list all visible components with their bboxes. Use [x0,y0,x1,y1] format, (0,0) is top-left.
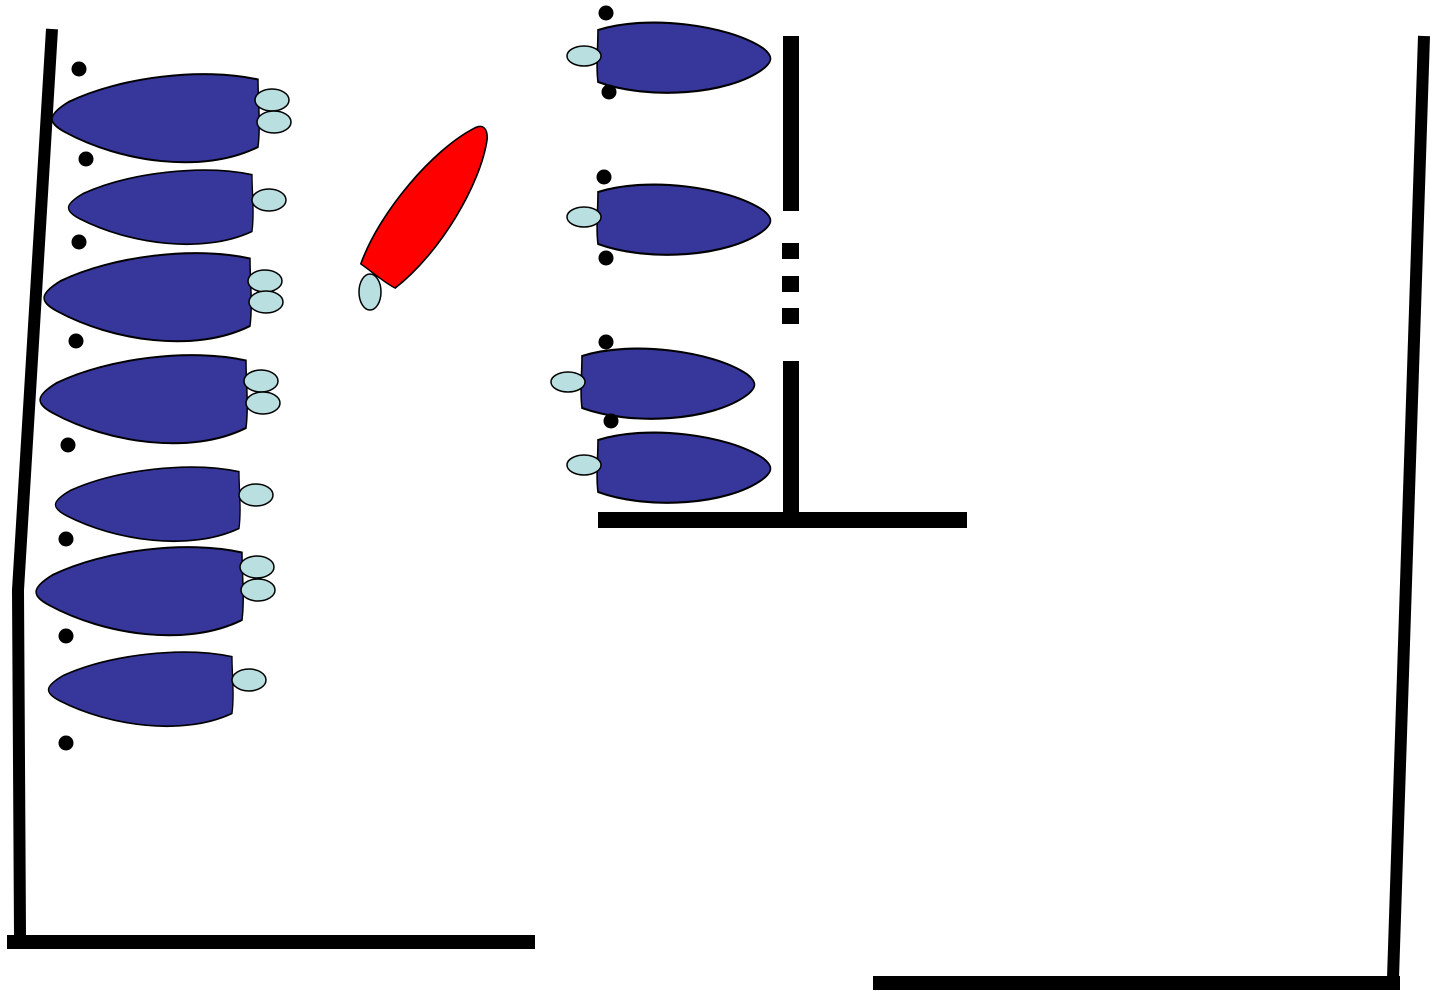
dot [59,629,74,644]
head-circle [244,370,278,392]
shape-middle-2 [597,185,770,255]
head-circle [246,392,280,414]
highlighted-shape [354,110,507,310]
head-circle [567,207,601,227]
wall-gap-marker [782,308,799,324]
head-circle [257,111,291,133]
shape-middle-3 [581,349,754,419]
head-circle [252,189,286,211]
shape-left-1 [52,74,259,162]
left-panel-wall [18,29,52,935]
head-circle [359,274,381,310]
shape-left-7 [48,652,233,726]
head-circle [567,455,601,475]
dot [604,414,619,429]
wall-gap-marker [782,276,799,292]
shape-left-3 [44,253,251,341]
dot [69,334,84,349]
dot [72,235,87,250]
dot [59,532,74,547]
right-panel-wall [1393,36,1424,978]
shape-left-2 [68,170,253,244]
left-stack [36,74,291,726]
dot [79,152,94,167]
shape-left-4 [40,355,247,443]
dot [72,62,87,77]
right-panel-frame [873,36,1424,983]
head-circle [248,270,282,292]
head-circle [241,579,275,601]
shape-left-6 [36,547,243,635]
head-circle [255,89,289,111]
head-circle [239,484,273,506]
dot [599,335,614,350]
dot [597,170,612,185]
middle-stack [551,23,771,503]
head-circle [567,46,601,66]
wall-gap-marker [782,243,799,259]
head-circle [232,669,266,691]
head-circle [551,372,585,392]
head-circle [240,556,274,578]
dot [599,251,614,266]
dot [59,736,74,751]
shape-middle-1 [597,23,770,93]
shape-left-5 [55,467,240,541]
dot [599,6,614,21]
shape-middle-4 [597,433,770,503]
dot [61,438,76,453]
dot [602,85,617,100]
head-circle [249,291,283,313]
